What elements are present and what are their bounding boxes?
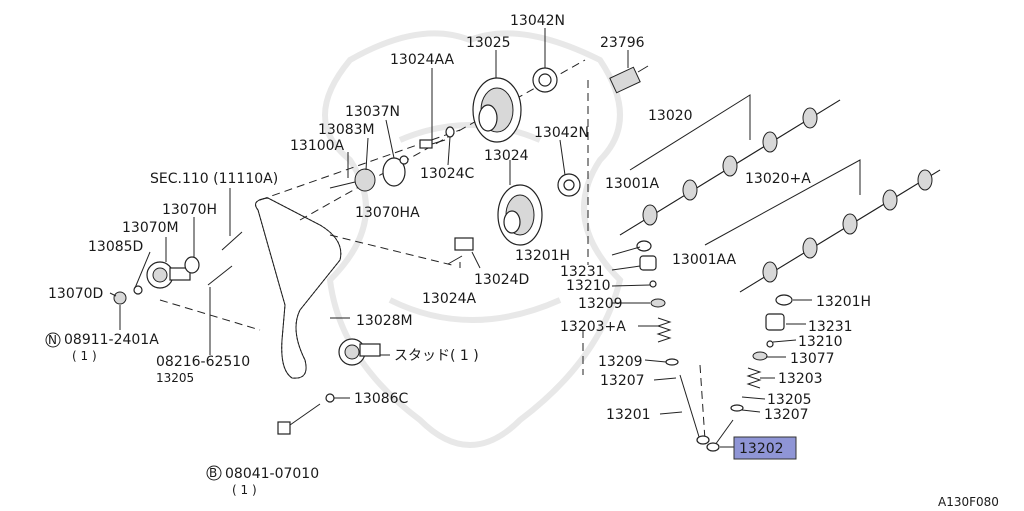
callout-13201h-right: 13201H: [816, 294, 871, 310]
callout-13231-right: 13231: [808, 319, 853, 335]
callout-13207-right: 13207: [764, 407, 809, 423]
spacer-13070h: [184, 256, 200, 274]
callout-13020: 13020: [648, 108, 693, 124]
n-marker-label: N: [48, 333, 57, 347]
oil-seal-13042n-top: [532, 67, 558, 93]
callout-13209-left: 13209: [578, 296, 623, 312]
callout-13231-left: 13231: [560, 264, 605, 280]
callout-13025: 13025: [466, 35, 511, 51]
stud-08216: [207, 265, 233, 286]
washer-13024c: [445, 126, 455, 138]
camshaft-13020a: [739, 169, 941, 293]
callout-08216: 08216-62510: [156, 354, 250, 370]
callout-13202-highlighted: 13202: [739, 441, 784, 457]
callout-13210-left: 13210: [566, 278, 611, 294]
callout-labels: 13042N 13025 23796 13024AA 13037N 13083M…: [48, 13, 871, 497]
callout-08911-qty: ( 1 ): [72, 349, 97, 363]
callout-13209-right: 13077: [790, 351, 835, 367]
bolt-13024a: [447, 255, 463, 265]
callout-08041-qty: ( 1 ): [232, 483, 257, 497]
callout-13024c: 13024C: [420, 166, 475, 182]
plate-13024d: [454, 237, 474, 251]
callout-13085d: 13085D: [88, 239, 143, 255]
oil-seal-13042n-mid: [557, 173, 581, 197]
b-circle-marker: [206, 465, 222, 481]
stud-sec110: [221, 231, 243, 251]
camshaft-sprocket-13024: [497, 184, 543, 246]
callout-13001a: 13001A: [605, 176, 660, 192]
callout-13210-right: 13210: [798, 334, 843, 350]
callout-13070d: 13070D: [48, 286, 103, 302]
callout-13001aa: 13001AA: [672, 252, 737, 268]
washer-13085d: [133, 285, 143, 295]
timing-belt-13028m: [255, 197, 342, 379]
callout-23796: 23796: [600, 35, 645, 51]
callout-13024: 13024: [484, 148, 529, 164]
bolt-13024aa: [419, 139, 446, 149]
callout-13042n-mid: 13042N: [534, 125, 589, 141]
callout-13205-right: 13205: [767, 392, 812, 408]
callout-13201h-left: 13201H: [515, 248, 570, 264]
callout-13086c: 13086C: [354, 391, 409, 407]
callout-13020a: 13020+A: [745, 171, 811, 187]
watermark-emblem: [322, 30, 624, 448]
cam-sensor-23796: [609, 65, 649, 94]
highlight-box-13202: [733, 436, 797, 460]
callout-13042n-top: 13042N: [510, 13, 565, 29]
n-circle-marker: [45, 332, 61, 348]
leader-lines: [109, 28, 812, 448]
bolt-08041: [277, 403, 321, 435]
callout-08911: 08911-2401A: [64, 332, 159, 348]
diagram-code: A130F080: [938, 495, 999, 509]
valve-train-left: [636, 240, 710, 445]
cover-plate-13083m: [329, 168, 376, 192]
pin-13070ha: [399, 155, 409, 165]
bracket-13020: [629, 94, 751, 171]
tensioner-13070m: [146, 261, 191, 289]
b-marker-label: B: [209, 466, 217, 480]
spacer-13086c: [325, 393, 335, 403]
callout-sec110: SEC.110 (11110A): [150, 171, 278, 187]
camshaft-sprocket-13025: [472, 77, 522, 143]
callout-13205-left: 13209: [598, 354, 643, 370]
callout-13024d: 13024D: [474, 272, 529, 288]
callout-13203: 13203: [778, 371, 823, 387]
bracket-13020a: [704, 159, 861, 246]
callout-13037n: 13037N: [345, 104, 400, 120]
callout-13070h: 13070H: [162, 202, 217, 218]
callout-13077: スタッド( 1 ): [394, 348, 479, 364]
valve-train-right: [706, 294, 793, 452]
callout-13070ha: 13070HA: [355, 205, 420, 221]
callout-08041: 08041-07010: [225, 466, 319, 482]
callout-13070m: 13070M: [122, 220, 179, 236]
idler-pulley-13077: [338, 338, 381, 366]
callout-13024aa: 13024AA: [390, 52, 455, 68]
callout-13201: 13201: [606, 407, 651, 423]
nut-13070d: [113, 291, 127, 305]
callout-13100a: 13100A: [290, 138, 345, 154]
camshaft-13020: [619, 99, 841, 236]
callout-13203a: 13203+A: [560, 319, 626, 335]
callout-13028m: 13028M: [356, 313, 413, 329]
callout-stud: 13205: [156, 371, 194, 385]
callout-13024a: 13024A: [422, 291, 477, 307]
callout-13207-left: 13207: [600, 373, 645, 389]
callout-13083m: 13083M: [318, 122, 375, 138]
